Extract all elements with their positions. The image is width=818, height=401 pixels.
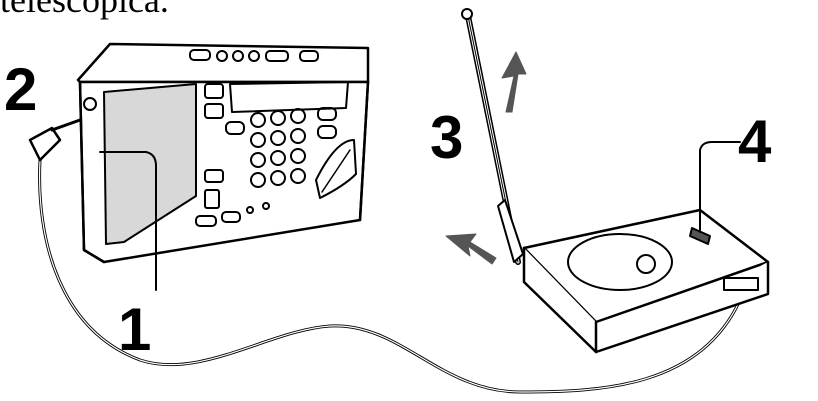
callout-1: 1 <box>118 296 152 363</box>
arrow-up-icon <box>501 51 527 113</box>
caption-text: telescópica. <box>0 0 169 20</box>
callout-line-4 <box>699 141 741 233</box>
callout-4: 4 <box>738 108 772 175</box>
callout-3: 3 <box>430 104 464 171</box>
telescopic-antenna <box>461 8 524 265</box>
arrow-left-icon <box>445 233 497 265</box>
portable-radio <box>76 42 370 264</box>
connection-cable-inner <box>38 159 741 393</box>
callout-line-1 <box>99 151 157 291</box>
antenna-base-unit <box>522 208 770 354</box>
callout-2: 2 <box>4 56 38 123</box>
plug <box>28 115 97 162</box>
